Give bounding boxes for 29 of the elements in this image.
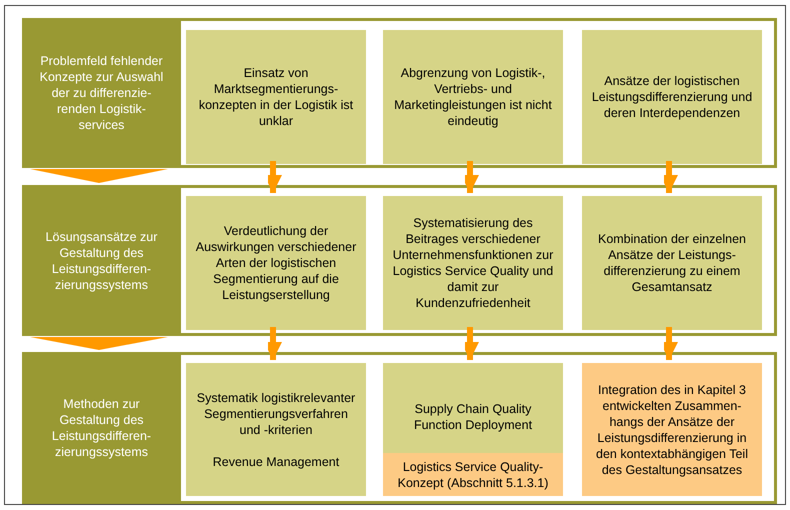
box-text: Ansätze der logistischen Leistungsdifferenzierung und deren Interdependenzen [590,73,754,121]
row-band [22,352,777,504]
note-box [383,453,563,496]
process-box [186,363,366,496]
process-box [383,196,563,330]
row-band [22,18,777,168]
row-header: Methoden zur Gestaltung des Leistungsdifferen- zierungssystems [22,352,181,504]
process-box [582,30,762,164]
process-box [186,196,366,330]
box-text: Logistics Service Quality- Konzept (Abschnitt 5.1.3.1) [396,458,550,490]
box-text: Systematik logistikrelevanter Segmentierungsverfahren und -kriterien [196,390,356,438]
process-box [383,30,563,164]
process-box [582,363,762,496]
chevron-arrow [30,169,168,183]
chevron-arrow [30,337,168,350]
box-text: Revenue Management [212,454,340,470]
process-box [582,196,762,330]
box-text: Systematisierung des Beitrages verschiedener Unternehmensfunktionen zur Logistics Service Quality und damit zur Kundenzufriedenheit [392,215,554,311]
process-box [383,363,563,496]
process-box [186,30,366,164]
box-text: Verdeutlichung der Auswirkungen verschiedener Arten der logistischen Segmentierung auf die Leistungserstellung [194,223,358,303]
box-text: Einsatz von Marktsegmentierungs- konzepten in der Logistik ist unklar [198,65,354,129]
box-text: Abgrenzung von Logistik-, Vertriebs- und Marketingleistungen ist nicht eindeutig [393,65,553,129]
row-header: Problemfeld fehlender Konzepte zur Auswahl der zu differenzie- renden Logistik- services [22,18,181,168]
row-header: Lösungsansätze zur Gestaltung des Leistungsdifferen- zierungssystems [22,185,181,336]
row-band [22,185,777,336]
box-text: Integration des in Kapitel 3 entwickelten Zusammen- hangs der Ansätze der Leistungsdifferenzierung in den kontextabhängigen Teil des Gestaltungsansatzes [595,382,749,478]
box-text: Supply Chain Quality Function Deployment [412,401,534,433]
box-text: Kombination der einzelnen Ansätze der Leistungs- differenzierung zu einem Gesamtansatz [596,231,748,295]
